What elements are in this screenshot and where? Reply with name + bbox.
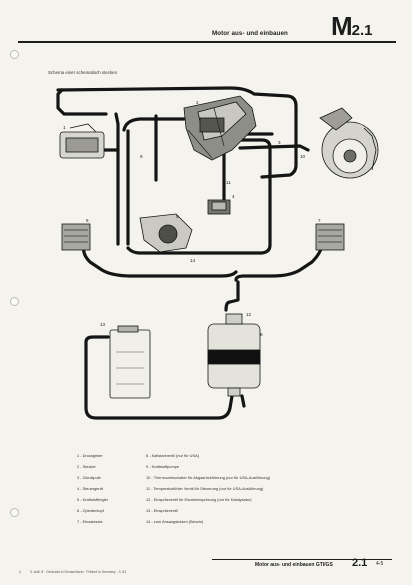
legend-item: 13 - Einspritzventil <box>146 508 178 513</box>
hose-line <box>122 117 186 132</box>
hose-line <box>114 112 120 246</box>
callout-labels: 1 2 3 4 5 6 7 8 9 10 11 12 13 14 <box>63 100 321 337</box>
hose-line <box>224 280 240 312</box>
fuel-tank-sender <box>109 325 151 399</box>
legend-item: 3 - Zündspule <box>77 475 101 480</box>
fuel-accumulator <box>207 313 261 397</box>
hose-line <box>238 144 310 152</box>
callout-label: 3 <box>278 140 281 145</box>
callout-label: 4 <box>232 194 235 199</box>
callout-label: 13 <box>100 322 106 327</box>
callout-label: 5 <box>176 214 179 219</box>
legend-item: 7 - Einsatzsatz <box>77 519 103 524</box>
throttle-assembly <box>183 95 257 161</box>
diagram-subtitle: Schema einer schematisch stecken <box>48 70 118 75</box>
footer-rule <box>212 559 392 561</box>
legend-item: 6 - Zylinderkopf <box>77 508 104 513</box>
injector-left <box>61 223 91 251</box>
legend-item: 4 - Steuergerät <box>77 486 103 491</box>
callout-label: 10 <box>300 154 306 159</box>
legend-item: 5 - Kraftstoffregler <box>77 497 109 502</box>
legend-item: 1 - Druckgeber <box>77 453 103 458</box>
callout-label: 9 <box>140 154 143 159</box>
callout-label: 6 <box>86 218 89 223</box>
legend-item: 2 - Stecker <box>77 464 96 469</box>
page-marker: 4 <box>19 570 21 574</box>
callout-label: 12 <box>246 312 252 317</box>
legend-right-column: 8 - Kaltstartventil (nur für USA) 9 - Kr… <box>146 450 270 527</box>
print-note: 3. Aufl. 8 · Gedruckt in Deutschland · P… <box>30 570 127 574</box>
legend-item: 11 - Temperaturfühler Ventil für Steueru… <box>146 486 264 491</box>
hose-line <box>126 138 272 255</box>
hose-line <box>82 244 238 278</box>
footer-section-code: 2.1 <box>352 557 368 569</box>
punch-hole <box>10 297 19 306</box>
hose-line <box>84 335 234 420</box>
pressure-sensor <box>59 123 105 159</box>
footer-page-number: 4-5 <box>376 561 384 567</box>
legend-item: 10 - Thermozeitschalter für Abgasrückfüh… <box>146 475 271 480</box>
legend-item: 9 - Kraftstoffpumpe <box>146 464 180 469</box>
header-title: Motor aus- und einbauen <box>212 30 288 37</box>
fuel-pump-unit <box>319 107 379 179</box>
legend-item: 14 - zum Ansaugstutzen (Benzin) <box>146 519 204 524</box>
callout-label: 11 <box>226 180 231 185</box>
callout-label: 7 <box>318 218 321 223</box>
callout-label: 8 <box>260 332 263 337</box>
legend-item: 8 - Kaltstartventil (nur für USA) <box>146 453 199 458</box>
section-code: M2.1 <box>331 12 373 45</box>
hose-line <box>240 394 246 408</box>
footer-title: Motor aus- und einbauen GTI/GS <box>255 562 333 568</box>
punch-hole <box>10 50 19 59</box>
hose-line <box>234 244 324 282</box>
callout-label: 2 <box>196 100 199 105</box>
hose-line <box>56 88 108 116</box>
legend-left-column: 1 - Druckgeber 2 - Stecker 3 - Zündspule… <box>77 450 108 527</box>
fuel-distributor <box>139 213 193 253</box>
injector-right <box>315 223 345 251</box>
header-rule <box>18 41 396 43</box>
punch-hole <box>10 508 19 517</box>
section-code-main: M <box>331 11 353 41</box>
legend-item: 12 - Einspritzventil für Einzeleinspritz… <box>146 497 252 502</box>
control-unit <box>207 199 231 215</box>
callout-label: 1 <box>63 125 66 130</box>
callout-label: 14 <box>190 258 196 263</box>
section-code-sub: 2.1 <box>351 22 373 39</box>
hose-line <box>56 86 298 179</box>
